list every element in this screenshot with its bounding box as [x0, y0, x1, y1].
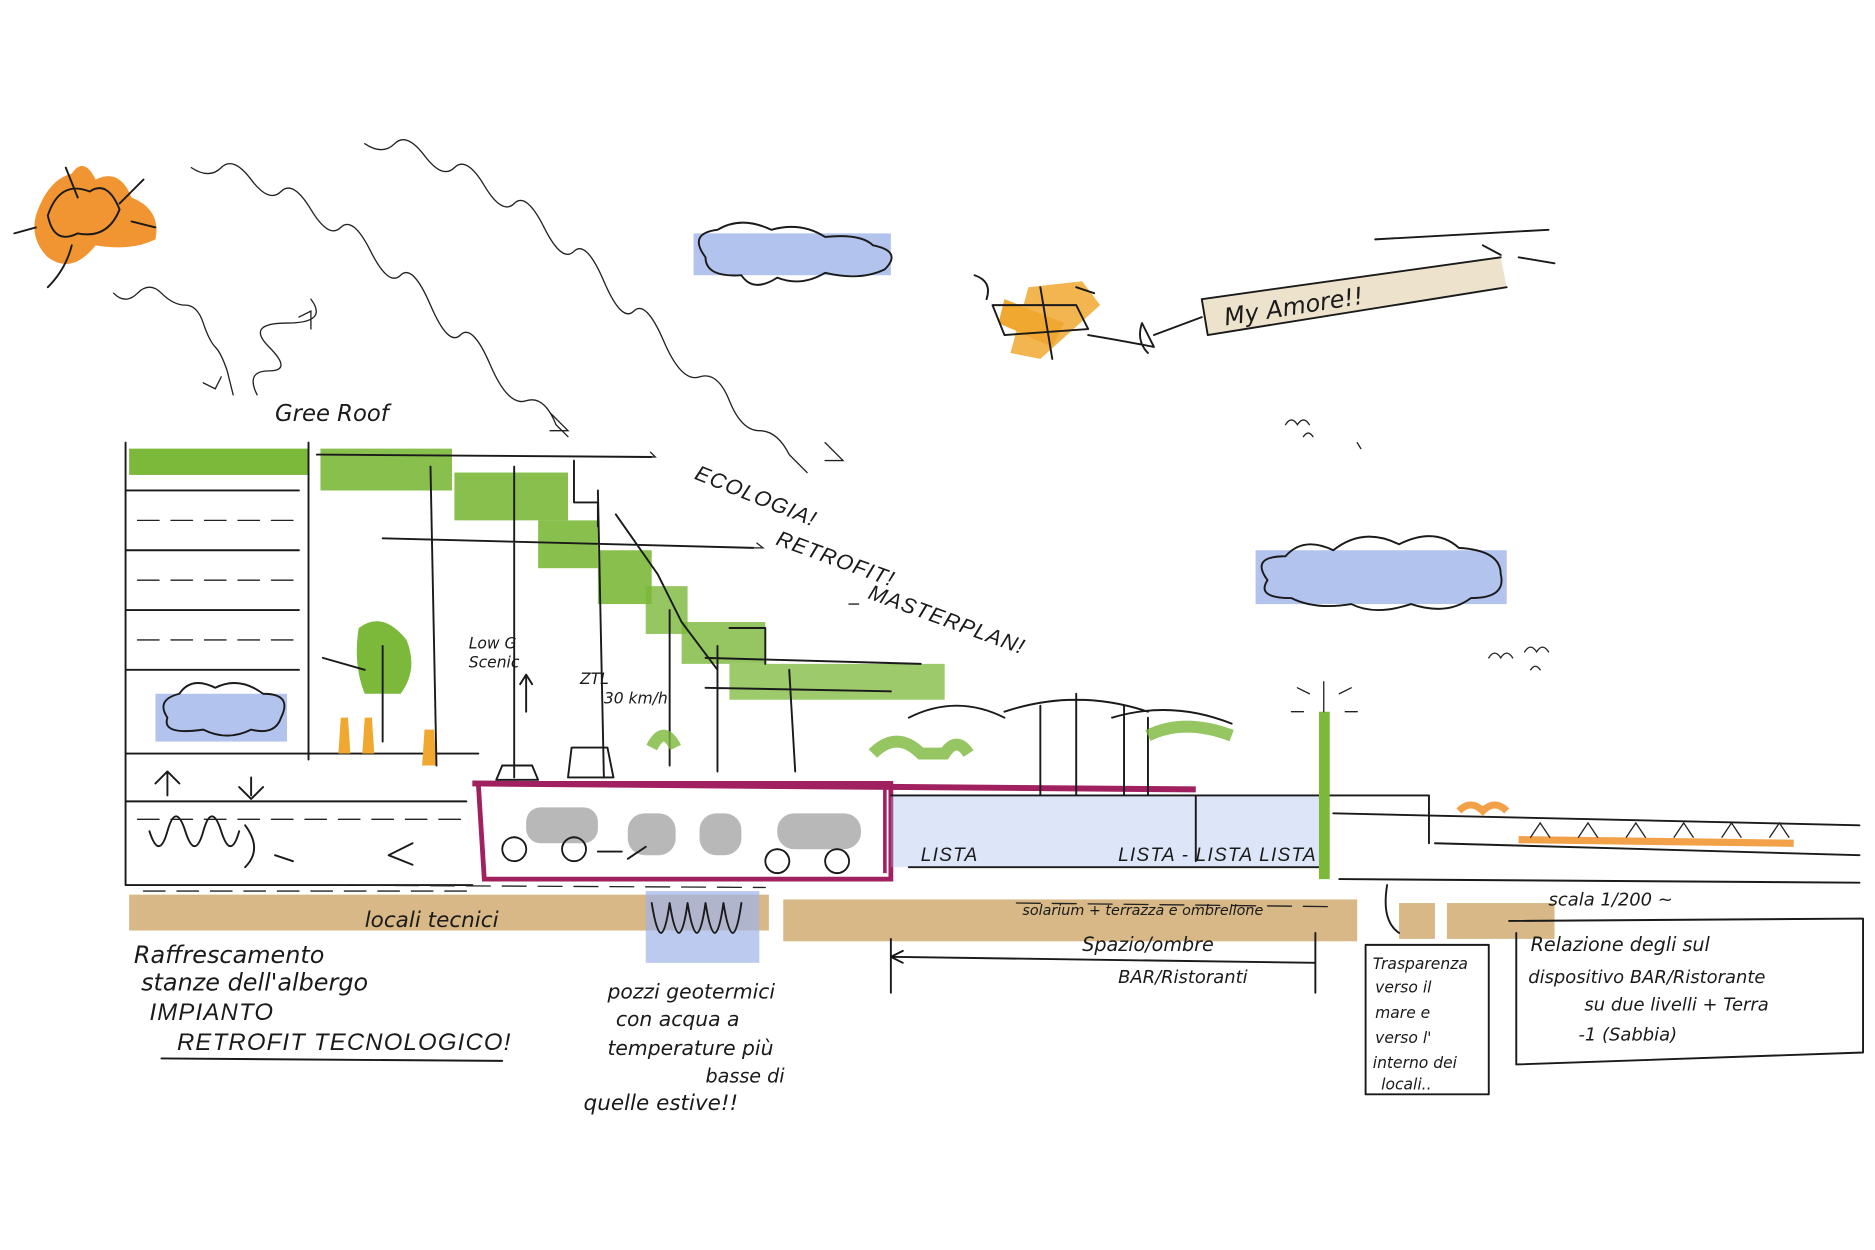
airplane-icon [973, 274, 1155, 360]
svg-text:verso l': verso l' [1375, 1029, 1431, 1047]
ground-sand-band [129, 884, 1555, 994]
cloud-icon [1255, 535, 1507, 612]
svg-text:temperature più: temperature più [607, 1036, 773, 1060]
svg-text:quelle estive!!: quelle estive!! [584, 1091, 739, 1116]
note-raffrescamento: Raffrescamento stanze dell'albergo IMPIA… [134, 941, 512, 1062]
label-ztl-2: 30 km/h [604, 689, 668, 707]
svg-text:Relazione degli sul: Relazione degli sul [1531, 933, 1711, 956]
note-pozzi-geotermici: pozzi geotermici con acqua a temperature… [584, 980, 786, 1116]
note-trasparenza: Trasparenza verso il mare e verso l' int… [1364, 884, 1490, 1096]
green-roof-terraces [315, 448, 945, 779]
note-relazione: Relazione degli sul dispositivo BAR/Rist… [1508, 917, 1864, 1066]
sun-icon [13, 165, 157, 289]
birds-icon [1284, 419, 1550, 671]
label-scenic-2: Scenic [469, 653, 520, 671]
cloud-icon [693, 221, 893, 286]
hotel-building [124, 441, 480, 892]
svg-text:-1 (Sabbia): -1 (Sabbia) [1578, 1025, 1677, 1046]
beach-level-text: LISTA [921, 845, 979, 866]
label-ecologia: ECOLOGIA! [692, 461, 821, 532]
svg-text:con acqua a: con acqua a [616, 1007, 740, 1031]
label-bar-ristoranti: BAR/Ristoranti [1118, 967, 1248, 988]
svg-text:locali..: locali.. [1381, 1076, 1431, 1094]
banner: My Amore!! [1152, 228, 1556, 336]
label-locali-tecnici: locali tecnici [365, 908, 499, 933]
svg-text:RETROFIT TECNOLOGICO!: RETROFIT TECNOLOGICO! [177, 1029, 512, 1056]
beach-bar-structures: LISTA LISTA - LISTA LISTA [646, 681, 1861, 884]
svg-text:mare e: mare e [1375, 1004, 1430, 1022]
label-scala: scala 1/200 ~ [1549, 889, 1673, 910]
svg-text:stanze dell'albergo: stanze dell'albergo [141, 968, 368, 996]
label-solarium: solarium + terrazza e ombrellone [1022, 903, 1263, 919]
svg-text:verso il: verso il [1375, 979, 1432, 997]
svg-text:interno dei: interno dei [1373, 1054, 1458, 1072]
sun-rays [112, 139, 845, 474]
label-masterplan: MASTERPLAN! [865, 580, 1028, 659]
svg-text:pozzi geotermici: pozzi geotermici [606, 980, 775, 1004]
label-ztl-1: ZTL [579, 670, 609, 688]
label-scenic-1: Low G [469, 634, 517, 652]
underground-parking [472, 673, 1196, 882]
label-spazio-ombre: Spazio/ombre [1082, 933, 1214, 956]
svg-text:su due livelli + Terra: su due livelli + Terra [1584, 995, 1768, 1016]
svg-text:dispositivo BAR/Ristorante: dispositivo BAR/Ristorante [1528, 967, 1765, 988]
svg-text:IMPIANTO: IMPIANTO [149, 999, 274, 1026]
svg-text:Trasparenza: Trasparenza [1373, 955, 1468, 973]
svg-text:basse di: basse di [706, 1064, 786, 1087]
beach-level-text-2: LISTA - LISTA LISTA [1118, 845, 1317, 866]
svg-text:Raffrescamento: Raffrescamento [134, 941, 324, 969]
label-green-roof: Gree Roof [275, 401, 392, 427]
